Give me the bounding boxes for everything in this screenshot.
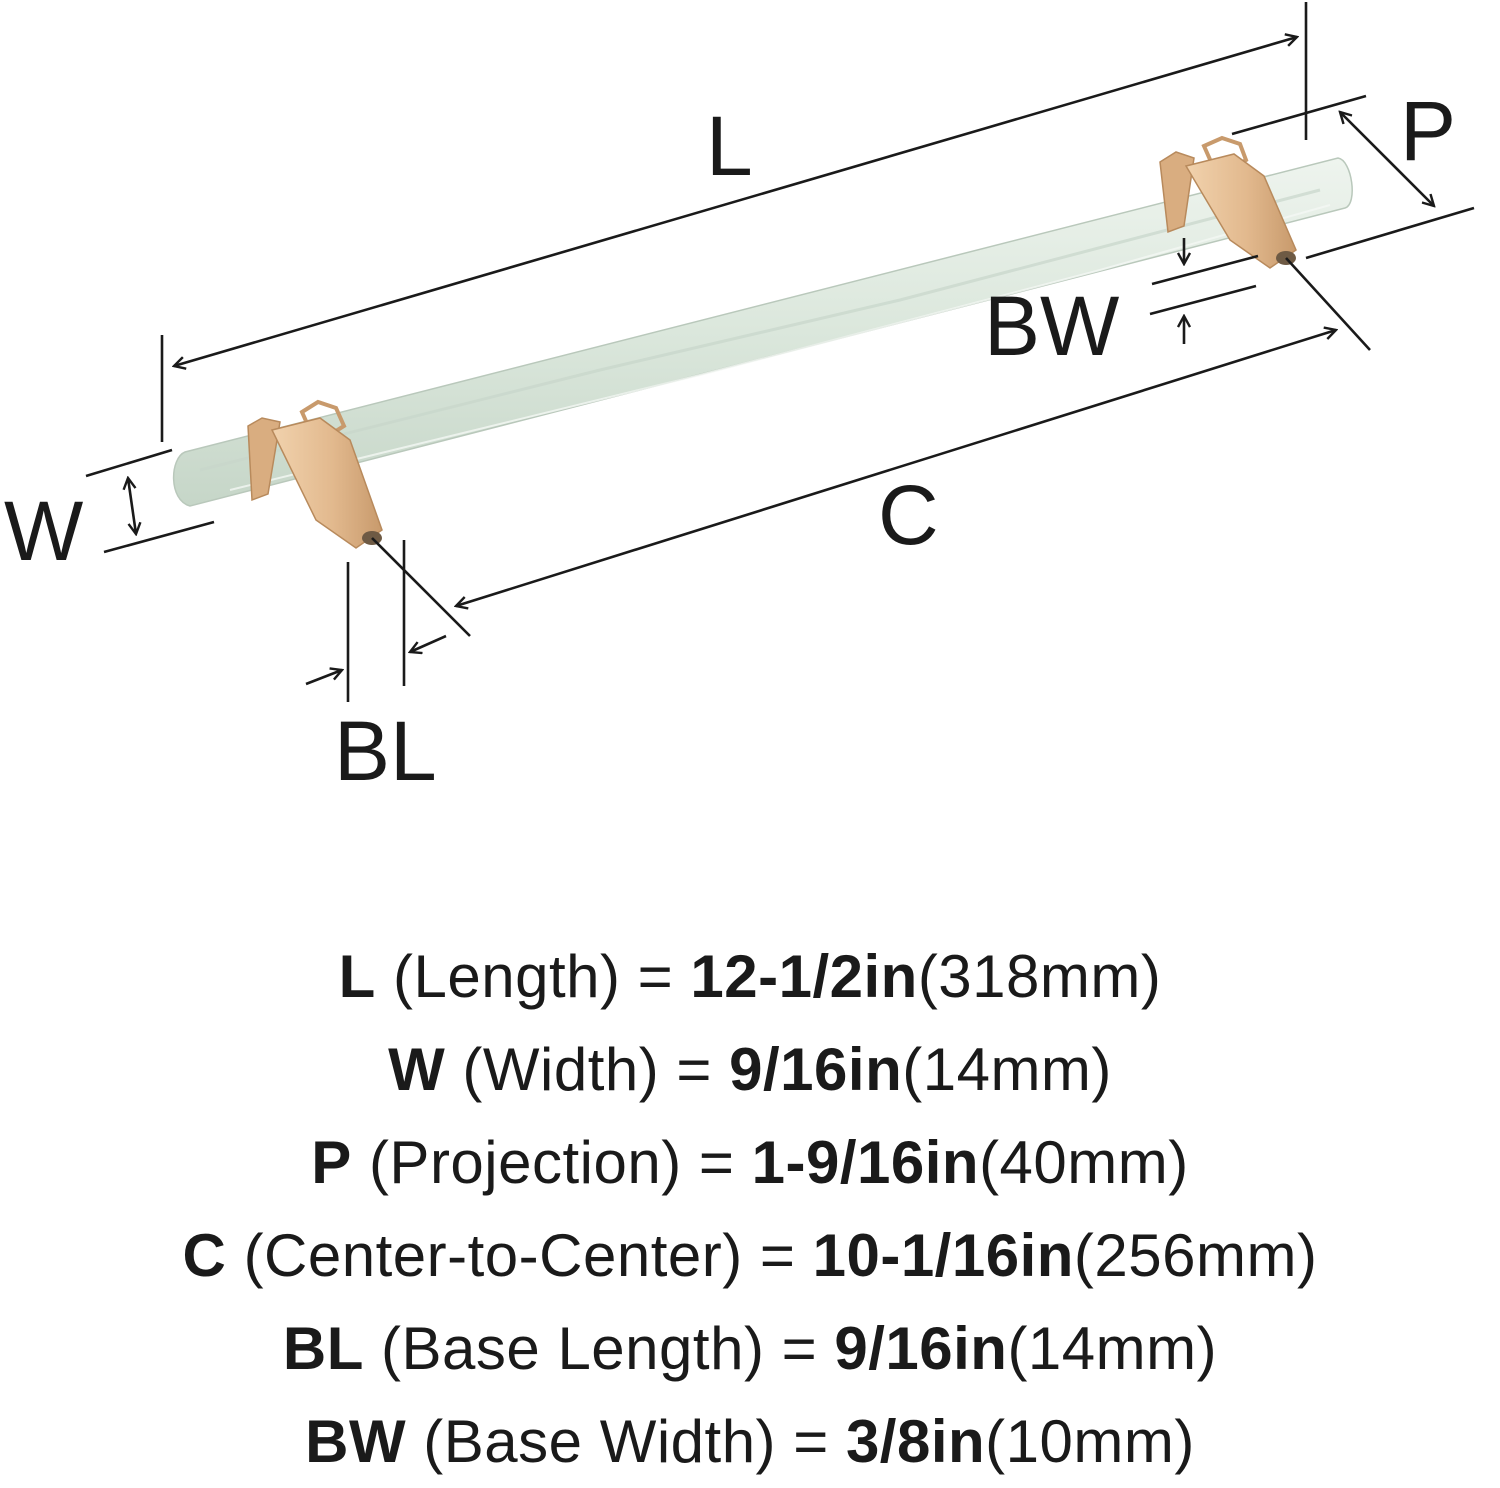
spec-row-length: L (Length) = 12-1/2in(318mm)	[0, 930, 1500, 1023]
spec-metric: (256mm)	[1073, 1222, 1318, 1289]
spec-equals: =	[793, 1408, 829, 1475]
spec-equals: =	[759, 1222, 796, 1289]
spec-imperial: 3/8in	[845, 1408, 986, 1475]
spec-metric: (14mm)	[902, 1036, 1112, 1103]
spec-imperial: 10-1/16in	[812, 1222, 1074, 1289]
spec-name: (Base Length)	[381, 1315, 765, 1382]
spec-code: BL	[282, 1315, 364, 1382]
projection-dimension: P	[1231, 84, 1475, 260]
spec-code: C	[182, 1222, 227, 1289]
spec-code: W	[388, 1036, 446, 1103]
spec-metric: (318mm)	[917, 943, 1162, 1010]
label-L: L	[706, 99, 753, 193]
spec-code: BW	[305, 1408, 407, 1475]
spec-equals: =	[698, 1129, 735, 1196]
label-P: P	[1400, 84, 1456, 178]
spec-name: (Base Width)	[423, 1408, 777, 1475]
label-W: W	[4, 484, 83, 578]
spec-equals: =	[676, 1036, 712, 1103]
width-dimension: W	[4, 448, 215, 578]
spec-code: P	[311, 1129, 352, 1196]
label-BL: BL	[334, 704, 437, 798]
specifications-list: L (Length) = 12-1/2in(318mm) W (Width) =…	[0, 930, 1500, 1488]
spec-name: (Center-to-Center)	[243, 1222, 743, 1289]
spec-name: (Length)	[392, 943, 621, 1010]
spec-equals: =	[637, 943, 674, 1010]
spec-row-base-width: BW (Base Width) = 3/8in(10mm)	[0, 1395, 1500, 1488]
base-length-dimension: BL	[305, 540, 447, 798]
spec-imperial: 9/16in	[729, 1036, 903, 1103]
spec-row-projection: P (Projection) = 1-9/16in(40mm)	[0, 1116, 1500, 1209]
length-dimension: L	[160, 2, 1308, 442]
spec-metric: (14mm)	[1007, 1315, 1218, 1382]
spec-name: (Width)	[462, 1036, 660, 1103]
spec-imperial: 1-9/16in	[751, 1129, 980, 1196]
left-post	[247, 399, 383, 549]
spec-metric: (10mm)	[985, 1408, 1195, 1475]
spec-code: L	[338, 943, 376, 1010]
spec-imperial: 9/16in	[834, 1315, 1008, 1382]
spec-metric: (40mm)	[979, 1129, 1189, 1196]
spec-imperial: 12-1/2in	[690, 943, 918, 1010]
label-BW: BW	[984, 279, 1119, 373]
handle-dimension-diagram: L P BW C W BL	[4, 2, 1475, 798]
spec-row-center-to-center: C (Center-to-Center) = 10-1/16in(256mm)	[0, 1209, 1500, 1302]
spec-equals: =	[781, 1315, 818, 1382]
spec-name: (Projection)	[368, 1129, 682, 1196]
spec-row-base-length: BL (Base Length) = 9/16in(14mm)	[0, 1302, 1500, 1395]
label-C: C	[878, 468, 939, 562]
center-to-center-dimension: C	[456, 330, 1336, 606]
spec-row-width: W (Width) = 9/16in(14mm)	[0, 1023, 1500, 1116]
